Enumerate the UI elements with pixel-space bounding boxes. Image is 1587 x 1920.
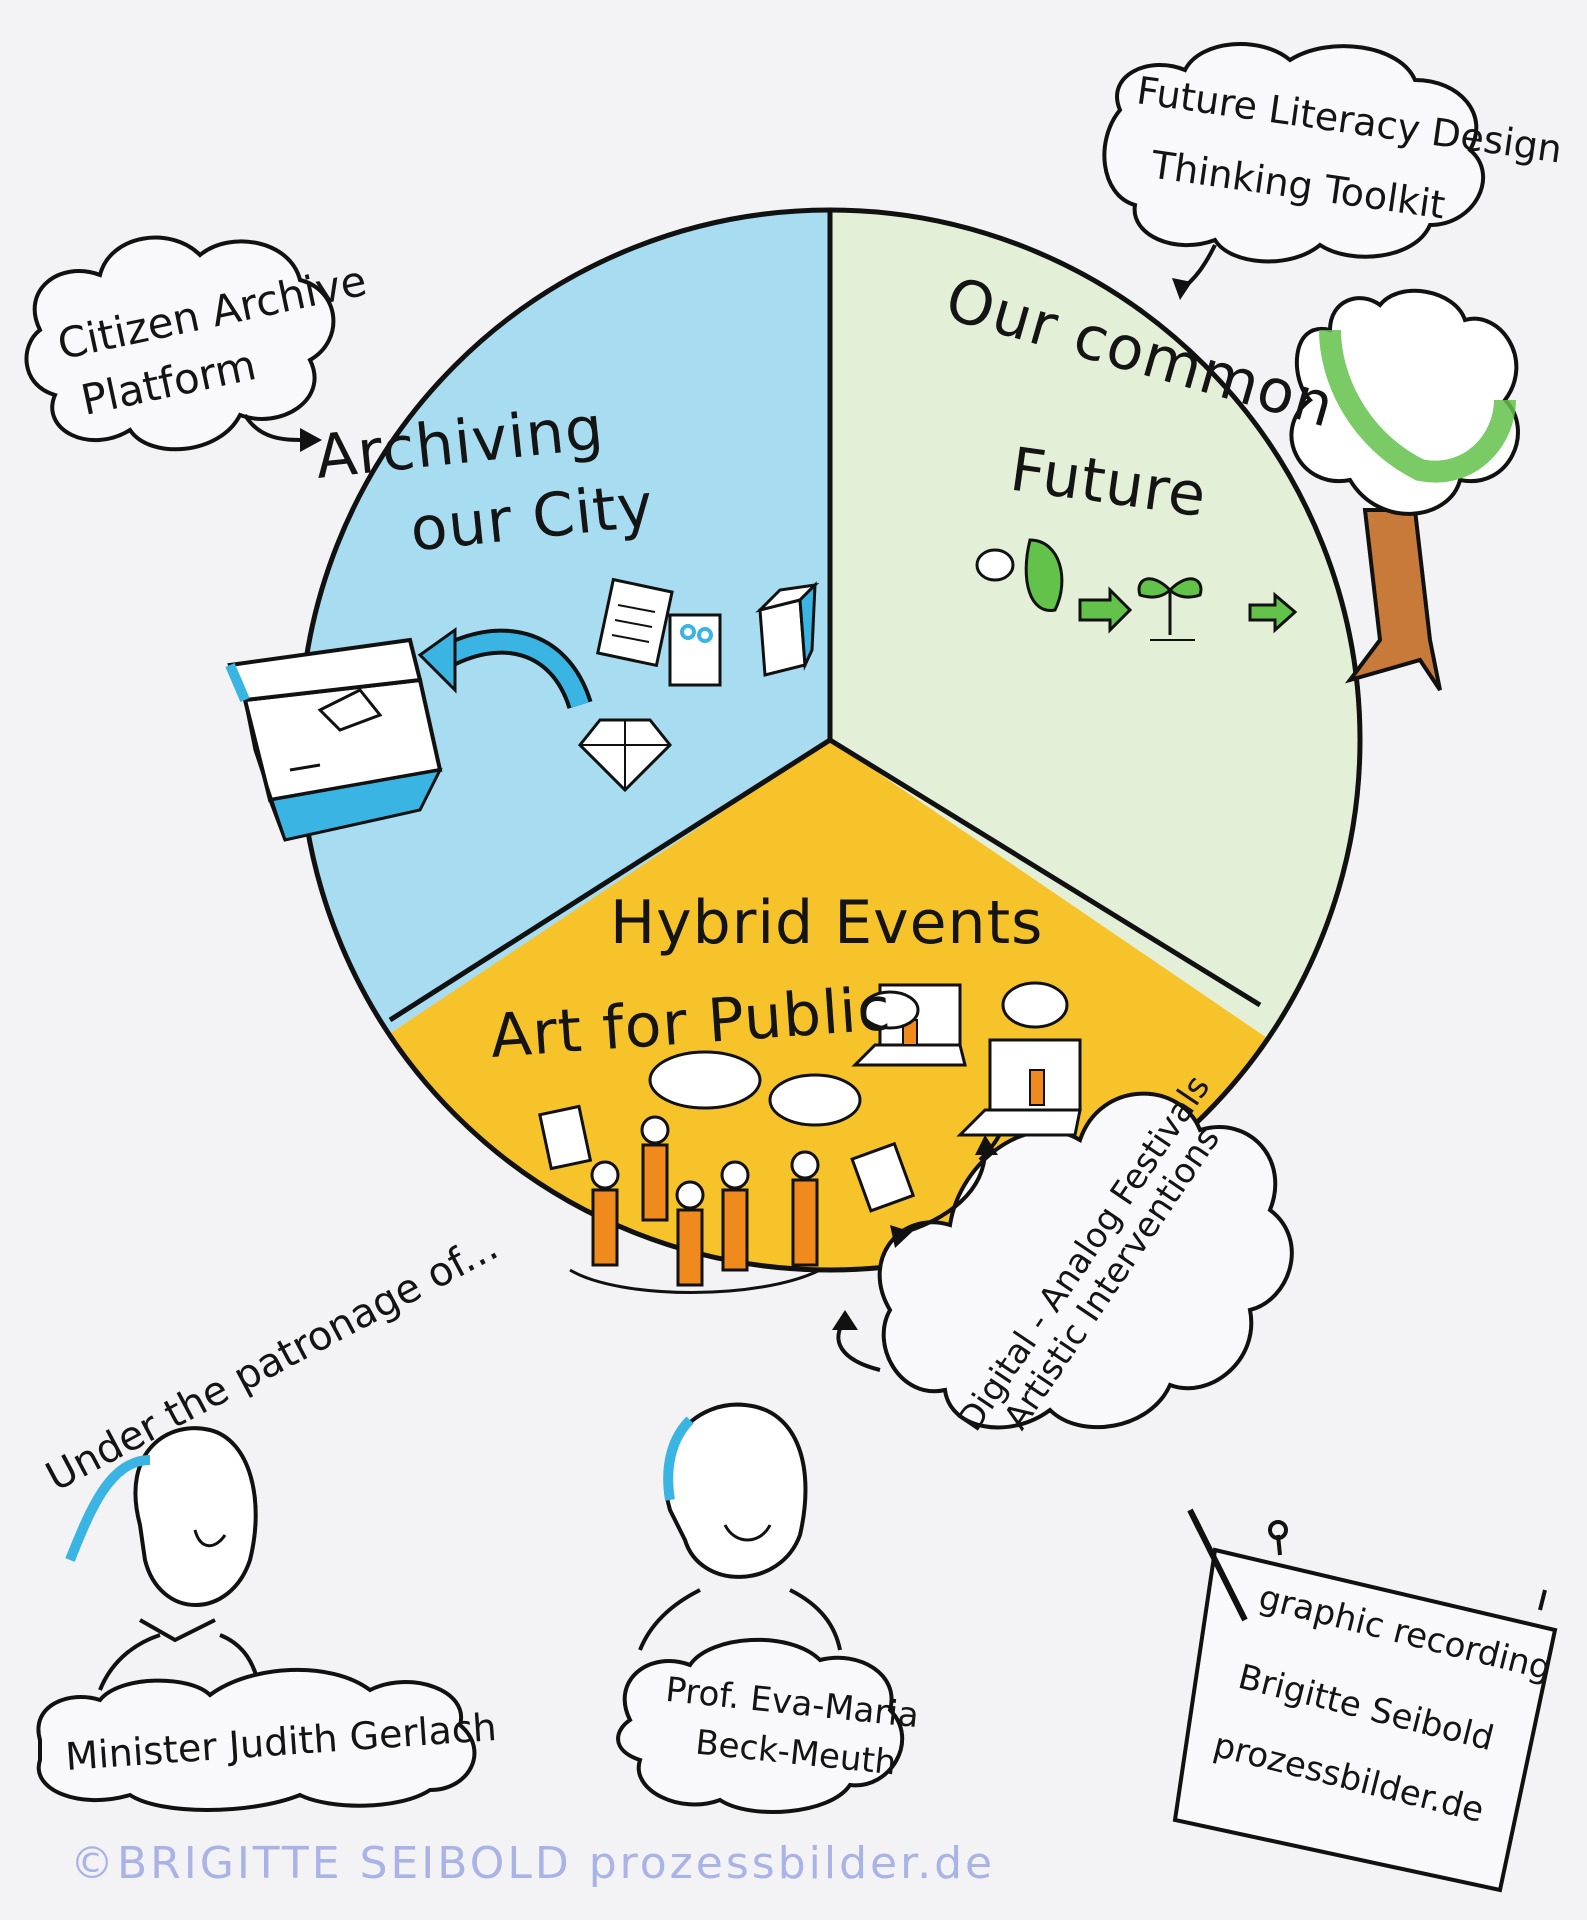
treasure-chest-drawing: [225, 637, 443, 842]
archive-items-drawing: [595, 577, 820, 687]
tree-drawing: [1289, 288, 1520, 692]
cloud-citizen: [24, 235, 336, 452]
segment-events-title-line1: Hybrid Events: [610, 888, 1044, 958]
copyright-watermark: ©BRIGITTE SEIBOLD prozessbilder.de: [70, 1838, 996, 1889]
credit-easel-drawing: [1172, 1508, 1558, 1893]
audience-drawing: [538, 1050, 916, 1294]
portrait-eva-maria-beck-meuth: [638, 1402, 842, 1651]
cloud-person1: [36, 1667, 477, 1812]
cloud-festivals: [877, 1091, 1294, 1430]
diamond-drawing: [577, 718, 673, 793]
cloud-toolkit: [1102, 42, 1485, 264]
growth-sequence-drawing: [975, 538, 1298, 641]
portrait-judith-gerlach: [65, 1426, 262, 1691]
laptops-drawing: [851, 981, 1082, 1137]
cloud-person2: [616, 1637, 905, 1814]
